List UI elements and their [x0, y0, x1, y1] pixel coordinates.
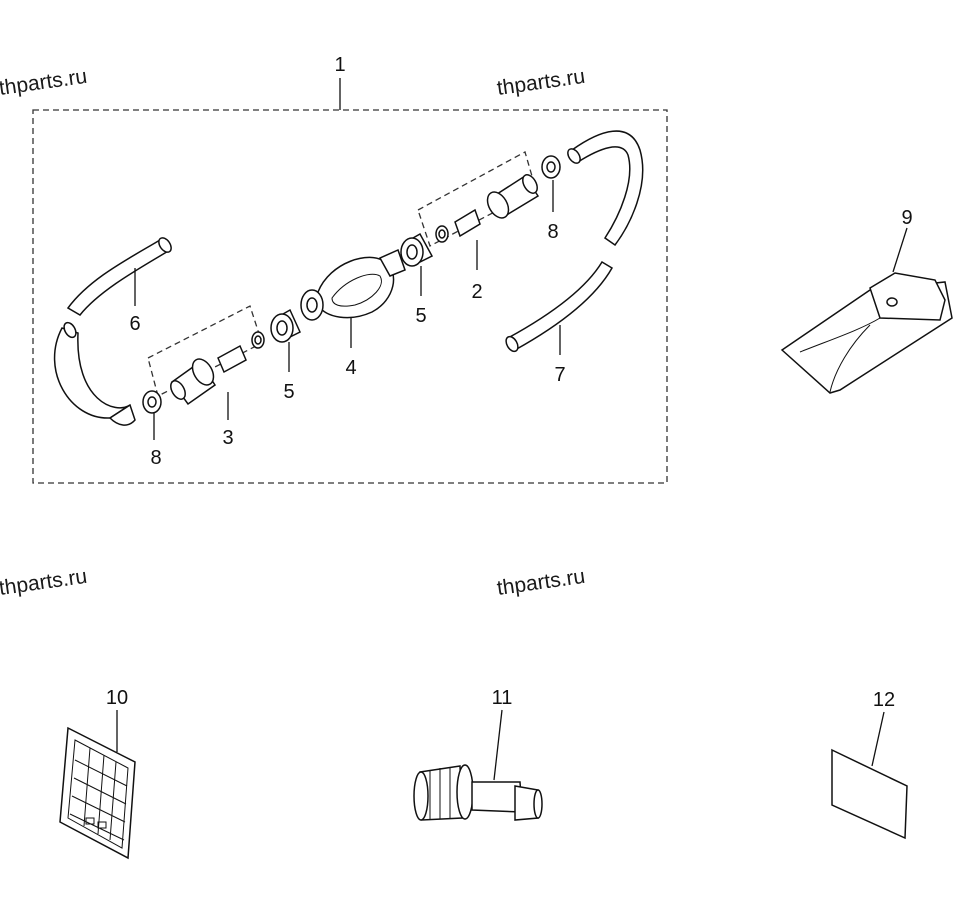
callout-2: 2 — [471, 281, 482, 303]
primer-bulb-4 — [300, 248, 406, 321]
leader-line — [493, 709, 503, 781]
callout-5a: 5 — [283, 381, 294, 403]
callout-12: 12 — [873, 689, 895, 711]
fuel-hose-6 — [53, 237, 172, 426]
callout-10: 10 — [106, 687, 128, 709]
callout-6: 6 — [129, 313, 140, 335]
callout-5b: 5 — [415, 305, 426, 327]
callout-3: 3 — [222, 427, 233, 449]
connector-3 — [170, 331, 265, 406]
watermark: thparts.ru — [495, 65, 586, 100]
fuel-hose-right — [567, 130, 644, 247]
connector-2 — [435, 174, 540, 243]
label-sheet-12 — [831, 748, 908, 840]
clamp-5-left — [270, 308, 301, 343]
watermark: thparts.ru — [0, 65, 89, 100]
callout-7: 7 — [554, 364, 565, 386]
callout-9: 9 — [901, 207, 912, 229]
fuel-hose-7 — [505, 260, 614, 353]
washer-8-right — [541, 155, 561, 179]
manual-card-10 — [59, 726, 136, 860]
pouch-9 — [780, 272, 953, 394]
watermark: thparts.ru — [0, 565, 89, 600]
washer-8-left — [142, 390, 162, 414]
clamp-5-right — [400, 232, 434, 267]
callout-8a: 8 — [150, 447, 161, 469]
assembly-outline — [32, 109, 668, 484]
leader-line — [871, 711, 885, 767]
callout-11: 11 — [492, 687, 513, 709]
callout-8b: 8 — [547, 221, 558, 243]
watermark: thparts.ru — [495, 565, 586, 600]
callout-4: 4 — [345, 357, 356, 379]
callout-1: 1 — [334, 54, 345, 76]
leader-line — [892, 227, 908, 273]
hose-joint-11 — [413, 764, 543, 821]
